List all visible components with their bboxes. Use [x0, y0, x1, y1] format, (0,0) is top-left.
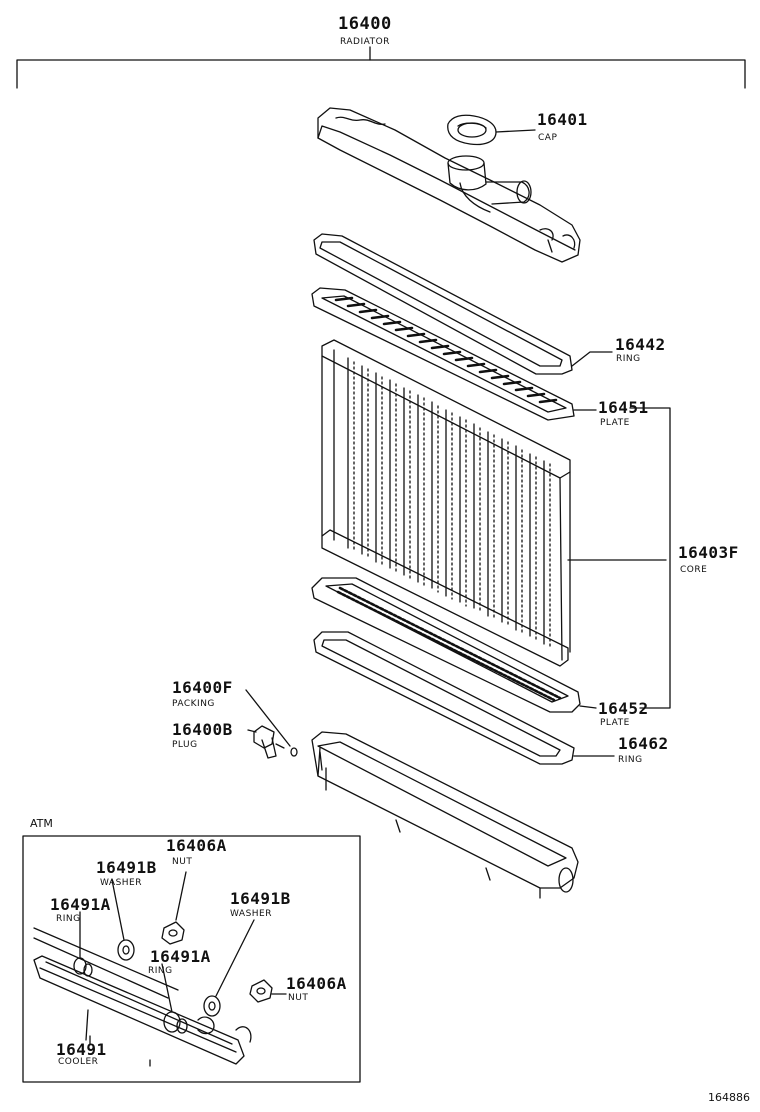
- packing-ring: [290, 747, 298, 757]
- radiator-core: [321, 339, 571, 667]
- atm-washer-right-name: WASHER: [230, 909, 272, 919]
- assembly-bracket: [16, 46, 746, 89]
- atm-washer-left-number: 16491B: [96, 858, 157, 877]
- upper-ring-leader: [571, 351, 613, 367]
- lower-tank: [311, 731, 579, 899]
- atm-washer-right: [203, 995, 221, 1017]
- atm-ring-mid-name: RING: [148, 966, 173, 976]
- atm-nut-right-number: 16406A: [286, 974, 347, 993]
- core-number: 16403F: [678, 543, 739, 562]
- atm-ring-left-number: 16491A: [50, 895, 111, 914]
- core-name: CORE: [680, 565, 708, 575]
- atm-washer-right-number: 16491B: [230, 889, 291, 908]
- drain-plug: [253, 725, 285, 759]
- core-group-bracket: [629, 407, 671, 709]
- assembly-name: RADIATOR: [340, 37, 390, 47]
- upper-ring-name: RING: [616, 354, 641, 364]
- plug-leader: [247, 729, 257, 733]
- atm-rings-on-cooler: [73, 957, 188, 1034]
- atm-cooler: [33, 927, 252, 1067]
- upper-plate-name: PLATE: [600, 418, 630, 428]
- atm-ring-left-name: RING: [56, 914, 81, 924]
- atm-nut-top-name: NUT: [172, 857, 193, 867]
- atm-nut-right-name: NUT: [288, 993, 309, 1003]
- cap-name: CAP: [538, 133, 558, 143]
- atm-washer-left: [117, 939, 135, 961]
- plug-name: PLUG: [172, 740, 198, 750]
- cap-number: 16401: [537, 110, 588, 129]
- atm-leaders: [79, 871, 287, 1041]
- atm-washer-left-name: WASHER: [100, 878, 142, 888]
- radiator-cap: [447, 114, 497, 146]
- plug-number: 16400B: [172, 720, 233, 739]
- assembly-number: 16400: [338, 14, 392, 34]
- figure-reference: 164886: [708, 1091, 750, 1104]
- packing-name: PACKING: [172, 699, 215, 709]
- upper-plate: [311, 287, 575, 421]
- upper-ring-number: 16442: [615, 335, 666, 354]
- lower-plate: [311, 577, 581, 713]
- lower-ring-name: RING: [618, 755, 643, 765]
- upper-ring-gasket: [313, 233, 573, 375]
- lower-ring-number: 16462: [618, 734, 669, 753]
- atm-nut-right: [249, 979, 273, 1003]
- atm-cooler-number: 16491: [56, 1040, 107, 1059]
- lower-plate-number: 16452: [598, 699, 649, 718]
- atm-nut-top: [161, 921, 185, 945]
- atm-label: ATM: [30, 817, 53, 830]
- atm-box: [22, 835, 361, 1083]
- atm-ring-mid-number: 16491A: [150, 947, 211, 966]
- atm-nut-top-number: 16406A: [166, 836, 227, 855]
- lower-ring-gasket: [313, 631, 575, 765]
- packing-number: 16400F: [172, 678, 233, 697]
- cap-leader: [495, 129, 536, 133]
- lower-plate-leader: [579, 705, 597, 709]
- packing-leader: [245, 689, 291, 747]
- lower-plate-name: PLATE: [600, 718, 630, 728]
- upper-plate-number: 16451: [598, 398, 649, 417]
- atm-cooler-name: COOLER: [58, 1057, 99, 1067]
- upper-tank: [317, 107, 581, 263]
